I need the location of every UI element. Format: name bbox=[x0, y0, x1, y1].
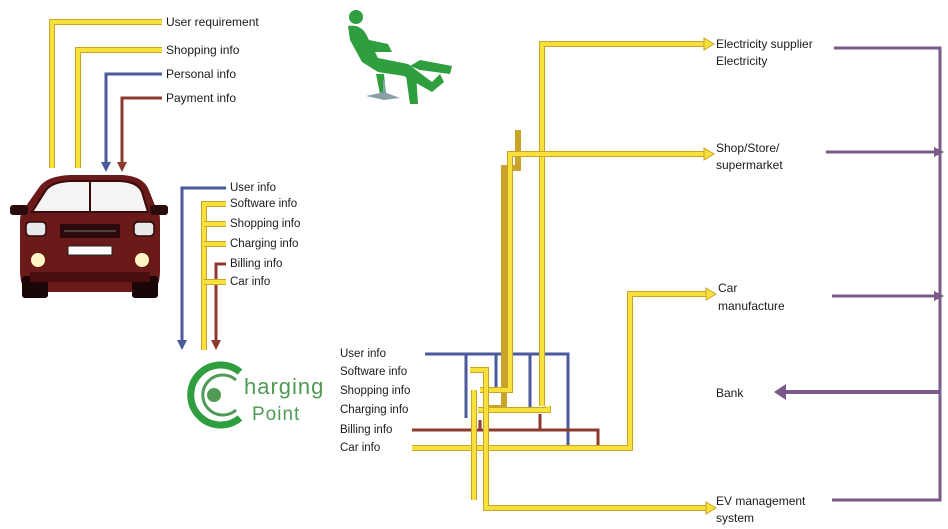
charging-point-logo bbox=[187, 361, 243, 429]
stakeholder-car-line2: manufacture bbox=[718, 299, 785, 313]
stakeholder-shop-line2: supermarket bbox=[716, 158, 783, 172]
car-output-car-info: Car info bbox=[230, 276, 271, 288]
hub-car-info: Car info bbox=[340, 442, 381, 454]
hub-shopping-info: Shopping info bbox=[340, 385, 411, 397]
input-personal-info: Personal info bbox=[166, 67, 237, 81]
stakeholder-electricity-line1: Electricity supplier bbox=[716, 37, 813, 51]
hub-lines bbox=[412, 37, 717, 515]
stakeholder-car-line1: Car bbox=[718, 281, 738, 295]
stakeholder-electricity-line2: Electricity bbox=[716, 54, 768, 68]
logo-word-charging: harging bbox=[244, 374, 325, 399]
stakeholder-return-lines bbox=[774, 46, 944, 502]
logo-word-point: Point bbox=[252, 404, 301, 425]
person-icon bbox=[348, 10, 452, 104]
stakeholder-bank: Bank bbox=[716, 386, 744, 400]
hub-charging-info: Charging info bbox=[340, 404, 409, 416]
stakeholder-ev-line1: EV management bbox=[716, 494, 806, 508]
car-output-lines bbox=[177, 186, 226, 350]
hub-billing-info: Billing info bbox=[340, 424, 393, 436]
car-output-charging-info: Charging info bbox=[230, 238, 299, 250]
stakeholder-ev-line2: system bbox=[716, 511, 755, 525]
car-output-software-info: Software info bbox=[230, 198, 298, 210]
car-output-user-info: User info bbox=[230, 182, 277, 194]
input-payment-info: Payment info bbox=[166, 91, 237, 105]
stakeholder-shop-line1: Shop/Store/ bbox=[716, 141, 780, 155]
car-icon bbox=[10, 175, 168, 298]
car-output-billing-info: Billing info bbox=[230, 258, 283, 270]
input-shopping-info: Shopping info bbox=[166, 43, 240, 57]
hub-user-info: User info bbox=[340, 348, 387, 360]
hub-software-info: Software info bbox=[340, 366, 408, 378]
car-output-shopping-info: Shopping info bbox=[230, 218, 301, 230]
car-input-lines bbox=[49, 19, 162, 172]
input-user-requirement: User requirement bbox=[166, 15, 259, 29]
